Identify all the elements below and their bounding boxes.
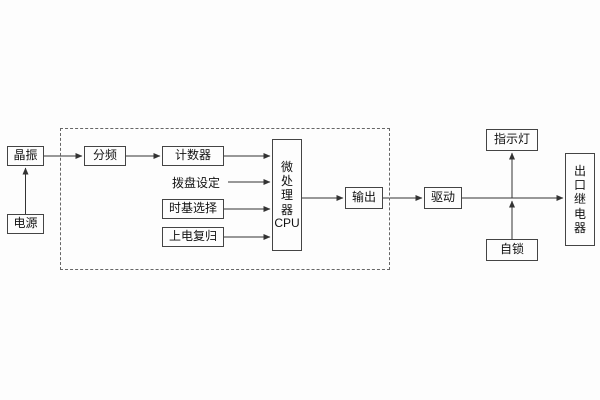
node-self-lock: 自锁 xyxy=(486,239,538,261)
node-output-relay: 出口继电器 xyxy=(565,153,595,246)
dashed-module-frame xyxy=(60,128,390,270)
node-output-relay-label: 出口继电器 xyxy=(573,164,586,235)
node-cpu-label-cn: 微处理器 xyxy=(280,160,293,217)
node-indicator-light: 指示灯 xyxy=(486,129,538,151)
node-power-supply: 电源 xyxy=(7,214,44,234)
node-power-on-reset: 上电复归 xyxy=(162,227,224,247)
node-output: 输出 xyxy=(345,187,383,209)
node-dial-setting: 拨盘设定 xyxy=(172,175,221,190)
node-cpu: 微处理器 CPU xyxy=(272,139,302,251)
node-frequency-divider: 分频 xyxy=(84,146,126,166)
node-cpu-label-en: CPU xyxy=(274,215,300,230)
node-crystal-oscillator: 晶振 xyxy=(7,146,44,166)
node-counter: 计数器 xyxy=(162,146,224,166)
node-timebase-select: 时基选择 xyxy=(162,199,224,219)
node-drive: 驱动 xyxy=(424,187,462,209)
